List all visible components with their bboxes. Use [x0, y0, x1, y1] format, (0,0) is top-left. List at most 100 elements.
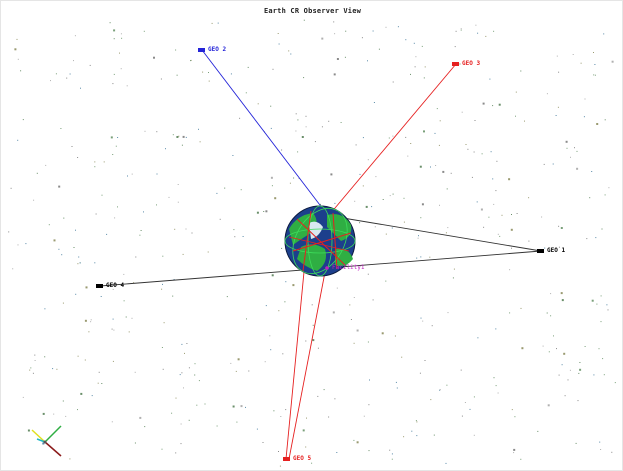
- star: [144, 130, 146, 132]
- star: [295, 113, 297, 115]
- geo1-label[interactable]: GEO 1: [547, 247, 566, 254]
- star: [101, 383, 103, 384]
- star: [492, 105, 494, 107]
- star: [569, 369, 571, 371]
- star: [558, 374, 560, 376]
- star: [179, 374, 181, 376]
- star: [80, 392, 83, 395]
- star: [373, 102, 375, 103]
- star: [44, 308, 46, 310]
- star: [411, 430, 413, 432]
- facility-marker[interactable]: [325, 266, 329, 270]
- star: [199, 141, 201, 143]
- geo3-label[interactable]: GEO 3: [462, 60, 481, 67]
- star: [284, 301, 286, 303]
- star: [12, 268, 14, 270]
- star: [367, 60, 368, 62]
- geo5-marker[interactable]: [283, 457, 290, 461]
- star: [513, 452, 515, 454]
- star: [198, 128, 199, 130]
- star: [385, 26, 387, 28]
- star: [368, 404, 370, 406]
- star: [528, 197, 530, 199]
- star: [135, 256, 137, 258]
- star: [237, 358, 240, 361]
- star: [312, 339, 315, 342]
- star: [511, 247, 512, 249]
- star: [461, 111, 463, 113]
- star: [544, 247, 546, 249]
- star: [392, 81, 394, 83]
- star: [328, 120, 330, 122]
- star: [378, 48, 380, 50]
- star: [257, 103, 259, 105]
- star: [144, 426, 146, 428]
- star: [36, 172, 38, 174]
- star: [514, 416, 516, 418]
- facility-label[interactable]: Facility1: [332, 264, 365, 271]
- star: [372, 299, 374, 301]
- star: [336, 58, 339, 60]
- star: [216, 425, 218, 427]
- star: [436, 108, 438, 110]
- star: [593, 74, 595, 76]
- star: [415, 420, 417, 422]
- star: [242, 236, 244, 237]
- star: [248, 370, 250, 372]
- star: [188, 419, 190, 421]
- star: [416, 435, 418, 437]
- star: [561, 364, 563, 366]
- star: [176, 74, 178, 76]
- star: [430, 399, 432, 401]
- star: [558, 225, 560, 227]
- star: [279, 465, 281, 467]
- star: [79, 262, 81, 264]
- star: [511, 409, 513, 411]
- star: [473, 434, 475, 436]
- star: [177, 184, 179, 185]
- star: [442, 170, 445, 173]
- star: [217, 22, 219, 24]
- geo3-marker[interactable]: [452, 62, 459, 66]
- star: [271, 185, 273, 187]
- star: [29, 369, 31, 371]
- geo2-marker[interactable]: [198, 48, 205, 52]
- star: [269, 335, 271, 337]
- star: [604, 119, 606, 121]
- star: [401, 356, 403, 358]
- star: [576, 150, 578, 152]
- star: [273, 410, 275, 412]
- star: [181, 372, 183, 374]
- star: [586, 238, 588, 240]
- star: [556, 348, 557, 350]
- geo1-marker[interactable]: [537, 249, 544, 253]
- star: [368, 450, 370, 452]
- star: [180, 443, 182, 445]
- geo2-label[interactable]: GEO 2: [208, 46, 227, 53]
- star: [356, 329, 359, 332]
- star: [113, 29, 116, 32]
- star: [574, 147, 575, 149]
- star: [558, 71, 560, 73]
- star: [558, 246, 560, 248]
- star: [391, 458, 393, 460]
- geo5-label[interactable]: GEO 5: [293, 455, 312, 462]
- geo4-marker[interactable]: [96, 284, 103, 288]
- star: [543, 163, 545, 165]
- star: [48, 224, 50, 226]
- earth-globe[interactable]: [282, 199, 359, 284]
- star: [230, 73, 232, 75]
- star: [389, 449, 391, 451]
- star: [492, 178, 494, 180]
- star: [396, 387, 398, 389]
- star: [460, 369, 462, 371]
- star: [416, 421, 418, 423]
- star: [334, 398, 336, 400]
- star: [389, 195, 391, 197]
- star: [245, 406, 246, 408]
- geo4-label[interactable]: GEO 4: [106, 282, 125, 289]
- star: [32, 372, 34, 374]
- axes-triad-icon: [31, 425, 62, 457]
